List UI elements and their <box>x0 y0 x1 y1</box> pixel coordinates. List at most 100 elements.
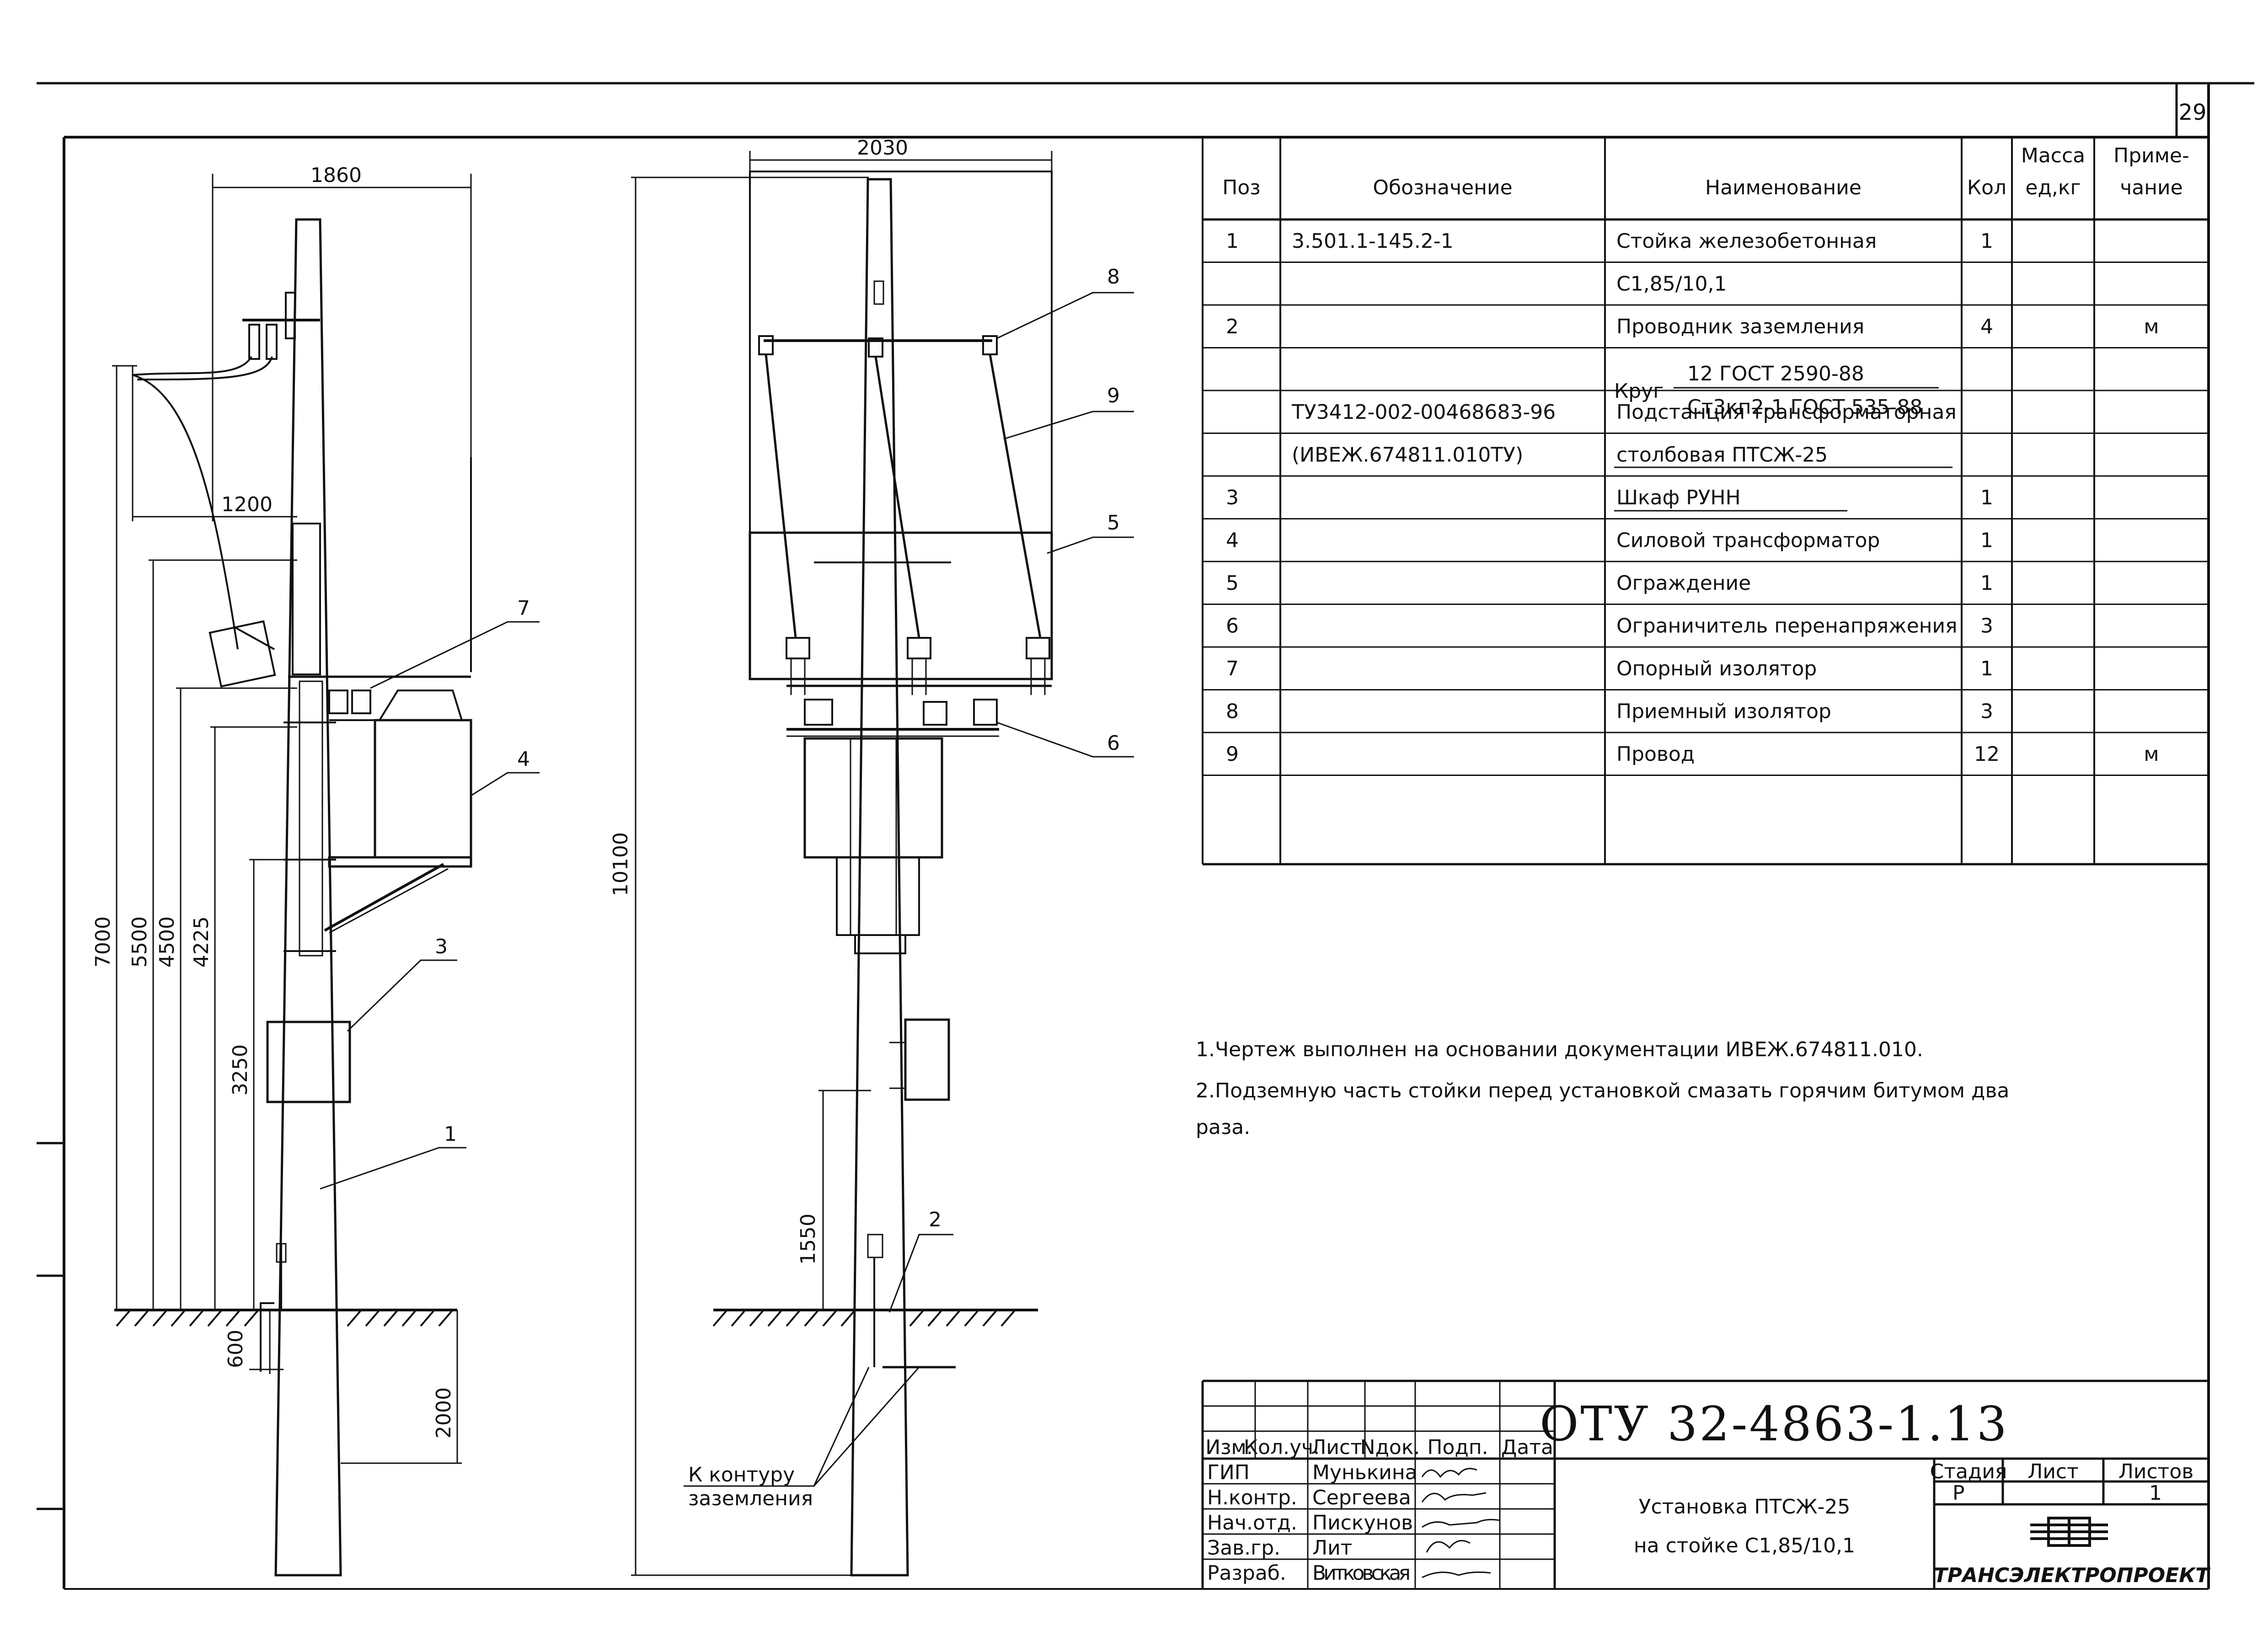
signatures <box>1421 1468 1500 1578</box>
dim-10100: 10100 <box>609 832 632 896</box>
table-cell-name: столбовая ПТСЖ-25 <box>1616 444 1828 467</box>
tb-person: Сергеева <box>1312 1486 1411 1509</box>
transformer-front <box>803 737 943 859</box>
dim-1860: 1860 <box>310 164 362 187</box>
table-cell-name: С1,85/10,1 <box>1616 273 1727 296</box>
callout-9: 9 <box>1107 384 1120 407</box>
table-cell-name: Проводник заземления <box>1616 315 1864 338</box>
table-cell-qty: 1 <box>1980 486 1993 509</box>
tb-list: Лист <box>1311 1436 1362 1459</box>
callout-7: 7 <box>517 597 530 620</box>
table-row: (ИВЕЖ.674811.010ТУ) столбовая ПТСЖ-25 <box>1292 444 1828 467</box>
tb-sheet-label: Лист <box>2027 1460 2079 1483</box>
sheet-number: 29 <box>2178 100 2206 125</box>
header-note-1: Приме- <box>2113 144 2189 167</box>
tb-ndok: Nдок. <box>1360 1436 1420 1459</box>
middle-view: К контуру заземления 2030 10100 1550 8 9… <box>609 136 1134 1577</box>
table-cell-name: Ограждение <box>1616 572 1751 595</box>
ground-note-line2: заземления <box>688 1487 813 1510</box>
left-view: 1860 1200 7000 5500 4500 4225 3250 600 2… <box>91 164 540 1577</box>
company-name: ТРАНСЭЛЕКТРОПРОЕКТ <box>1934 1564 2210 1587</box>
pole-front <box>850 178 909 1577</box>
callout-8: 8 <box>1107 265 1120 289</box>
tb-kol: Кол.уч. <box>1244 1436 1320 1459</box>
header-note-2: чание <box>2120 176 2182 199</box>
title-line-1: Установка ПТСЖ-25 <box>1639 1495 1851 1519</box>
tb-sheets-label: Листов <box>2118 1460 2193 1483</box>
dim-7000: 7000 <box>91 916 115 968</box>
dim-1200: 1200 <box>221 493 273 516</box>
table-cell-designation: 3.501.1-145.2-1 <box>1292 230 1454 253</box>
dim-2000: 2000 <box>432 1387 455 1438</box>
callout-3: 3 <box>435 935 448 958</box>
table-cell-qty: 3 <box>1980 615 1993 638</box>
header-name: Наименование <box>1705 176 1861 199</box>
table-cell-qty: 1 <box>1980 230 1993 253</box>
callout-2: 2 <box>929 1208 941 1231</box>
note-2b: раза. <box>1196 1116 1250 1139</box>
tb-role: Разраб. <box>1207 1561 1286 1585</box>
tb-role: Зав.гр. <box>1207 1536 1280 1560</box>
table-cell-pos: 8 <box>1226 700 1239 723</box>
header-mass-2: ед,кг <box>2025 176 2081 199</box>
tb-role: ГИП <box>1207 1461 1250 1484</box>
tb-role: Н.контр. <box>1207 1486 1297 1509</box>
dim-5500: 5500 <box>128 916 151 968</box>
tb-izm: Изм. <box>1205 1436 1253 1459</box>
table-cell-pos: 3 <box>1226 486 1239 509</box>
table-cell-qty: 4 <box>1980 315 1993 338</box>
spec-table: Поз Обозначение Наименование Кол Масса е… <box>1202 137 2209 866</box>
ground-note-line1: К контуру <box>688 1463 795 1487</box>
dim-1550: 1550 <box>797 1214 820 1265</box>
table-cell-qty: 1 <box>1980 657 1993 680</box>
tb-podp: Подп. <box>1427 1436 1488 1459</box>
cabinet-runn-left <box>266 1021 351 1103</box>
table-cell-qty: 1 <box>1980 529 1993 552</box>
cabinet-runn-front <box>904 1018 950 1101</box>
dim-4225: 4225 <box>190 916 213 968</box>
table-cell-designation: (ИВЕЖ.674811.010ТУ) <box>1292 444 1523 467</box>
table-cell-pos: 9 <box>1226 743 1239 766</box>
krug-label: Круг <box>1614 380 1664 403</box>
table-cell-name: Приемный изолятор <box>1616 700 1831 723</box>
table-cell-pos: 2 <box>1226 315 1239 338</box>
header-qty: Кол <box>1967 176 2006 199</box>
dim-2030: 2030 <box>857 136 908 160</box>
table-cell-qty: 12 <box>1974 743 2000 766</box>
pole-left <box>274 218 342 1577</box>
tb-stage-label: Стадия <box>1930 1460 2007 1483</box>
table-row-lines <box>1203 262 2209 776</box>
krug-denominator: Ст3кп2-1 ГОСТ 535-88 <box>1687 396 1922 419</box>
callout-5: 5 <box>1107 511 1120 535</box>
tb-role: Нач.отд. <box>1207 1511 1297 1535</box>
company-logo-icon <box>2030 1517 2108 1547</box>
tb-data: Дата <box>1501 1436 1553 1459</box>
table-cell-qty: 3 <box>1980 700 1993 723</box>
sheet-frame: 29 <box>37 82 2254 1590</box>
doc-code: ОТУ 32-4863-1.13 <box>1540 1396 2009 1452</box>
note-2a: 2.Подземную часть стойки перед установко… <box>1196 1079 2009 1102</box>
notes: 1.Чертеж выполнен на основании документа… <box>1196 1038 2009 1139</box>
tb-person: Мунькина <box>1312 1461 1418 1484</box>
table-cell-qty: 1 <box>1980 572 1993 595</box>
table-row: 8 Приемный изолятор 3 <box>1226 700 1993 723</box>
tb-sheets-value: 1 <box>2149 1481 2162 1505</box>
dim-3250: 3250 <box>229 1044 252 1096</box>
note-1: 1.Чертеж выполнен на основании документа… <box>1196 1038 1923 1061</box>
header-mass-1: Масса <box>2021 144 2085 167</box>
header-pos: Поз <box>1222 176 1260 199</box>
krug-numerator: 12 ГОСТ 2590-88 <box>1687 362 1864 385</box>
title-block: Изм. Кол.уч. Лист Nдок. Подп. Дата ГИП Му… <box>1201 1380 2210 1589</box>
table-cell-name: Ограничитель перенапряжения <box>1616 615 1958 638</box>
